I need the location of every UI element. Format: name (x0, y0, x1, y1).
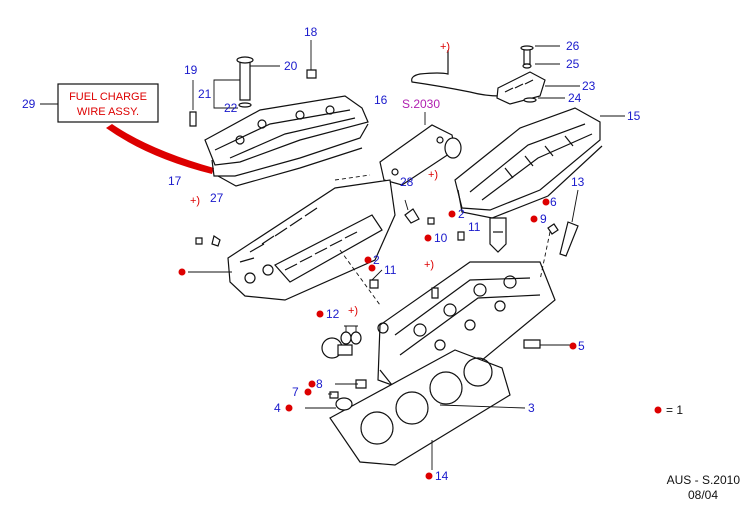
bracket-s2030[interactable] (379, 112, 462, 186)
red-dot-icon (178, 268, 186, 276)
callout-pointer-icon (106, 124, 214, 174)
legend-label: = 1 (666, 403, 683, 417)
footer-date: 08/04 (688, 488, 718, 502)
part-number-26: 26 (566, 39, 580, 53)
part-number-11: 11 (468, 220, 481, 234)
part-number-21: 21 (198, 87, 212, 101)
callout-line1: FUEL CHARGE (69, 91, 147, 103)
plus-mark: +) (440, 41, 450, 53)
part-number-2: 2 (458, 207, 465, 221)
part-number-18: 18 (304, 25, 318, 39)
part-number-17: 17 (168, 174, 182, 188)
callout-line2: WIRE ASSY. (77, 106, 139, 118)
red-dot-icon (285, 404, 293, 412)
part-number-19: 19 (184, 63, 198, 77)
red-dot-icon (304, 388, 312, 396)
part-number-2: 2 (373, 253, 380, 267)
part-number-29: 29 (22, 97, 36, 111)
part-number-28: 28 (400, 175, 414, 189)
oil-filler-parts[interactable] (189, 40, 317, 127)
red-dot-icon (569, 342, 577, 350)
part-number-8: 8 (316, 377, 323, 391)
legend-dot-icon (654, 406, 662, 414)
red-dot-icon (364, 256, 372, 264)
part-number-10: 10 (434, 231, 448, 245)
left-rocker-cover[interactable] (204, 95, 369, 187)
plus-mark: +) (190, 195, 200, 207)
part-number-7: 7 (292, 385, 299, 399)
footer-code: AUS - S.2010 (667, 473, 741, 487)
part-number-3: 3 (528, 401, 535, 415)
left-cylinder-head[interactable] (188, 174, 396, 306)
red-dot-icon (542, 198, 550, 206)
part-number-15: 15 (627, 109, 641, 123)
part-number-13: 13 (571, 175, 585, 189)
red-dot-icon (425, 472, 433, 480)
part-number-11: 11 (384, 263, 397, 277)
part-number-23: 23 (582, 79, 596, 93)
part-labels: 18 20 19 21 22 16 17 S.2030 +) 26 25 23 … (168, 25, 641, 483)
red-dot-icon (308, 380, 316, 388)
callout-box (57, 83, 159, 123)
part-number-14: 14 (435, 469, 449, 483)
right-rocker-cover[interactable] (454, 107, 625, 219)
plus-mark: +) (348, 305, 358, 317)
part-number-5: 5 (578, 339, 585, 353)
part-number-24: 24 (568, 91, 582, 105)
red-markers (178, 198, 662, 480)
head-gasket[interactable] (329, 349, 526, 470)
part-number-27: 27 (210, 191, 224, 205)
red-dot-icon (316, 310, 324, 318)
part-number-4: 4 (274, 401, 281, 415)
red-dot-icon (424, 234, 432, 242)
plus-mark: +) (424, 259, 434, 271)
wire-assembly[interactable] (411, 45, 580, 105)
part-number-25: 25 (566, 57, 580, 71)
part-number-12: 12 (326, 307, 340, 321)
part-number-20: 20 (284, 59, 298, 73)
part-number-9: 9 (540, 212, 547, 226)
small-parts[interactable] (195, 189, 579, 411)
part-number-22: 22 (224, 101, 238, 115)
red-dot-icon (448, 210, 456, 218)
callout-fuel-charge-wire[interactable]: 29 FUEL CHARGE WIRE ASSY. (22, 83, 214, 174)
part-number-6: 6 (550, 195, 557, 209)
part-number-16: 16 (374, 93, 388, 107)
red-dot-icon (368, 264, 376, 272)
rocker-gasket-left (217, 147, 363, 187)
red-dot-icon (530, 215, 538, 223)
reference-s2030: S.2030 (402, 97, 440, 111)
plus-mark: +) (428, 169, 438, 181)
